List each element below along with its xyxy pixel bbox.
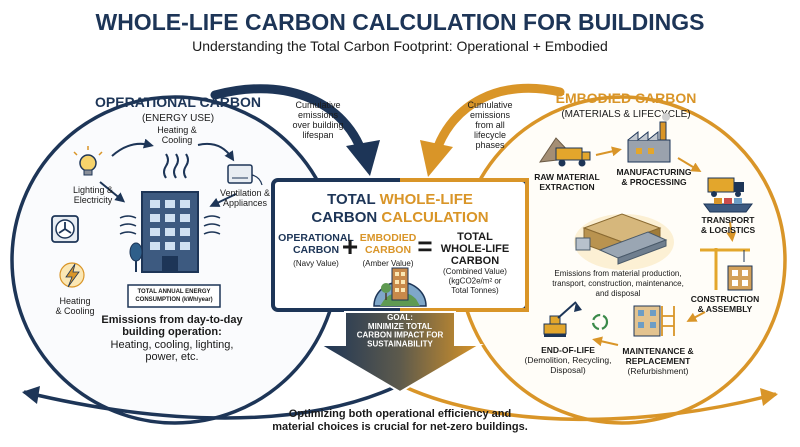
lightning-icon: [59, 262, 85, 288]
operational-bottom-arrow: [23, 385, 396, 420]
ventilation-label: Ventilation &Appliances: [220, 188, 270, 208]
center-box-amber-edge: [400, 178, 529, 312]
scaffold-building-icon: [633, 305, 675, 337]
building-materials-icon: [574, 213, 674, 270]
truck-ship-icon: [703, 177, 753, 213]
operational-subtitle: (ENERGY USE): [142, 113, 214, 124]
operational-top-arrow: [210, 84, 367, 157]
heating-top-label: Heating &Cooling: [157, 125, 197, 145]
cycle-arrow: [99, 181, 126, 203]
center-title-line1: TOTAL WHOLE-LIFE: [327, 191, 473, 208]
embodied-term-sub: (Amber Value): [363, 259, 414, 268]
stage-transport: TRANSPORT& LOGISTICS: [701, 215, 756, 235]
cycle-arrow: [111, 138, 154, 157]
factory-icon: [627, 113, 671, 163]
fan-icon: [51, 215, 79, 243]
office-building-icon: [119, 191, 221, 273]
energy-consumption-box: [127, 284, 221, 308]
lightbulb-icon: [73, 146, 103, 176]
stage-arrow: [592, 336, 619, 347]
stage-arrow: [686, 311, 706, 322]
page-title: WHOLE-LIFE CARBON CALCULATION FOR BUILDI…: [95, 9, 704, 35]
stage-maintenance: MAINTENANCE &REPLACEMENT(Refurbishment): [622, 346, 693, 376]
crane-icon: [700, 248, 753, 291]
heat-waves-icon: [163, 153, 189, 179]
operational-description: Heating, cooling, lighting,power, etc.: [111, 339, 234, 363]
goal-arrow: [316, 311, 484, 394]
operational-term-sub: (Navy Value): [293, 259, 339, 268]
footer-note: Optimizing both operational efficiency a…: [272, 408, 528, 433]
cycle-arrow: [209, 193, 237, 207]
embodied-top-arrow: [431, 83, 565, 157]
arrow-head-icon: [420, 140, 453, 177]
arrow-head-icon: [346, 140, 380, 176]
plus-sign: +: [342, 231, 358, 262]
globe-building-icon: [373, 267, 427, 307]
center-title-line2: CARBON CALCULATION: [311, 209, 488, 226]
heating-bottom-label: Heating& Cooling: [55, 296, 94, 316]
arrow-head-icon: [760, 388, 778, 406]
mining-truck-icon: [538, 137, 591, 167]
equals-sign: =: [417, 231, 432, 261]
embodied-description: Emissions from material production,trans…: [552, 269, 684, 298]
embodied-bottom-arrow: [404, 385, 777, 422]
stage-construction: CONSTRUCTION& ASSEMBLY: [691, 294, 759, 314]
appliance-icon: [227, 164, 263, 186]
stage-end-of-life: END-OF-LIFE(Demolition, Recycling,Dispos…: [525, 345, 612, 375]
embodied-title: EMBODIED CARBON: [556, 90, 697, 106]
lighting-label: Lighting &Electricity: [73, 185, 113, 205]
stage-manufacturing: MANUFACTURING& PROCESSING: [616, 167, 691, 187]
arrow-head-icon: [22, 386, 40, 404]
page-subtitle: Understanding the Total Carbon Footprint…: [192, 38, 608, 54]
demolition-recycle-icon: [543, 301, 609, 337]
stage-arrow: [726, 221, 737, 242]
embodied-subtitle: (MATERIALS & LIFECYCLE): [561, 109, 690, 120]
stage-arrow: [677, 157, 702, 173]
stage-arrow: [595, 146, 622, 157]
cycle-arrow: [197, 142, 235, 162]
operational-title: OPERATIONAL CARBON: [95, 94, 261, 110]
